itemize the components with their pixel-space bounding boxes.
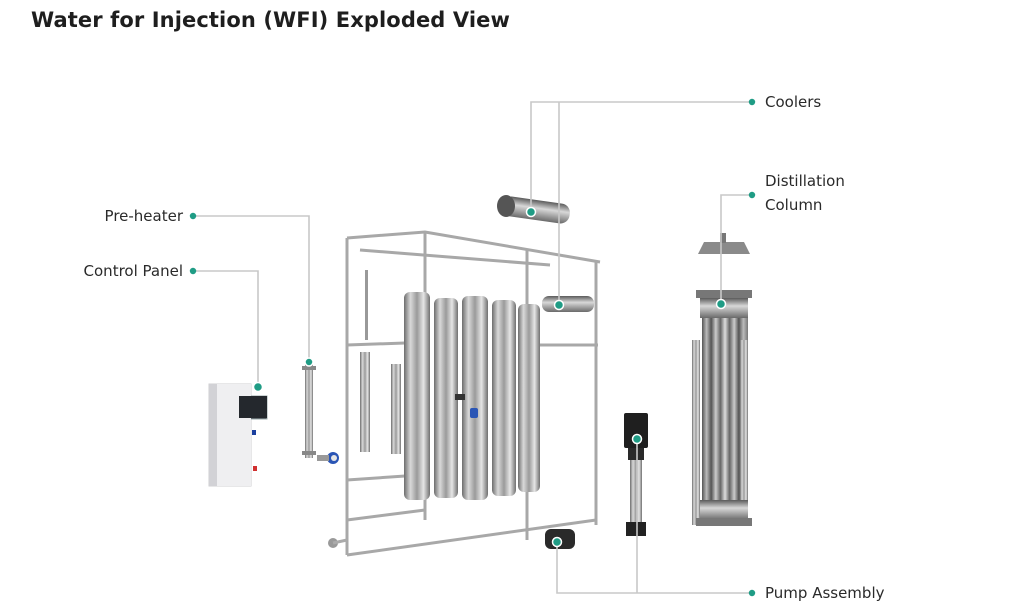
callout-control-panel: Control Panel [83,262,183,280]
vertical-pump-image [624,413,648,536]
callout-dots [189,98,756,597]
leader-lines [196,101,750,594]
page-title: Water for Injection (WFI) Exploded View [31,8,510,32]
control-panel-image [208,383,268,487]
pre-heater-image [302,362,339,464]
callout-pre-heater: Pre-heater [104,207,183,225]
cooler-image [497,195,570,224]
callout-distillation-column-line2: Column [765,196,823,214]
distillation-column-image [692,233,752,526]
evaporator-columns-image [328,270,594,548]
callout-pump-assembly: Pump Assembly [765,584,885,602]
callout-distillation-column-line1: Distillation [765,172,845,190]
callout-coolers: Coolers [765,93,822,111]
